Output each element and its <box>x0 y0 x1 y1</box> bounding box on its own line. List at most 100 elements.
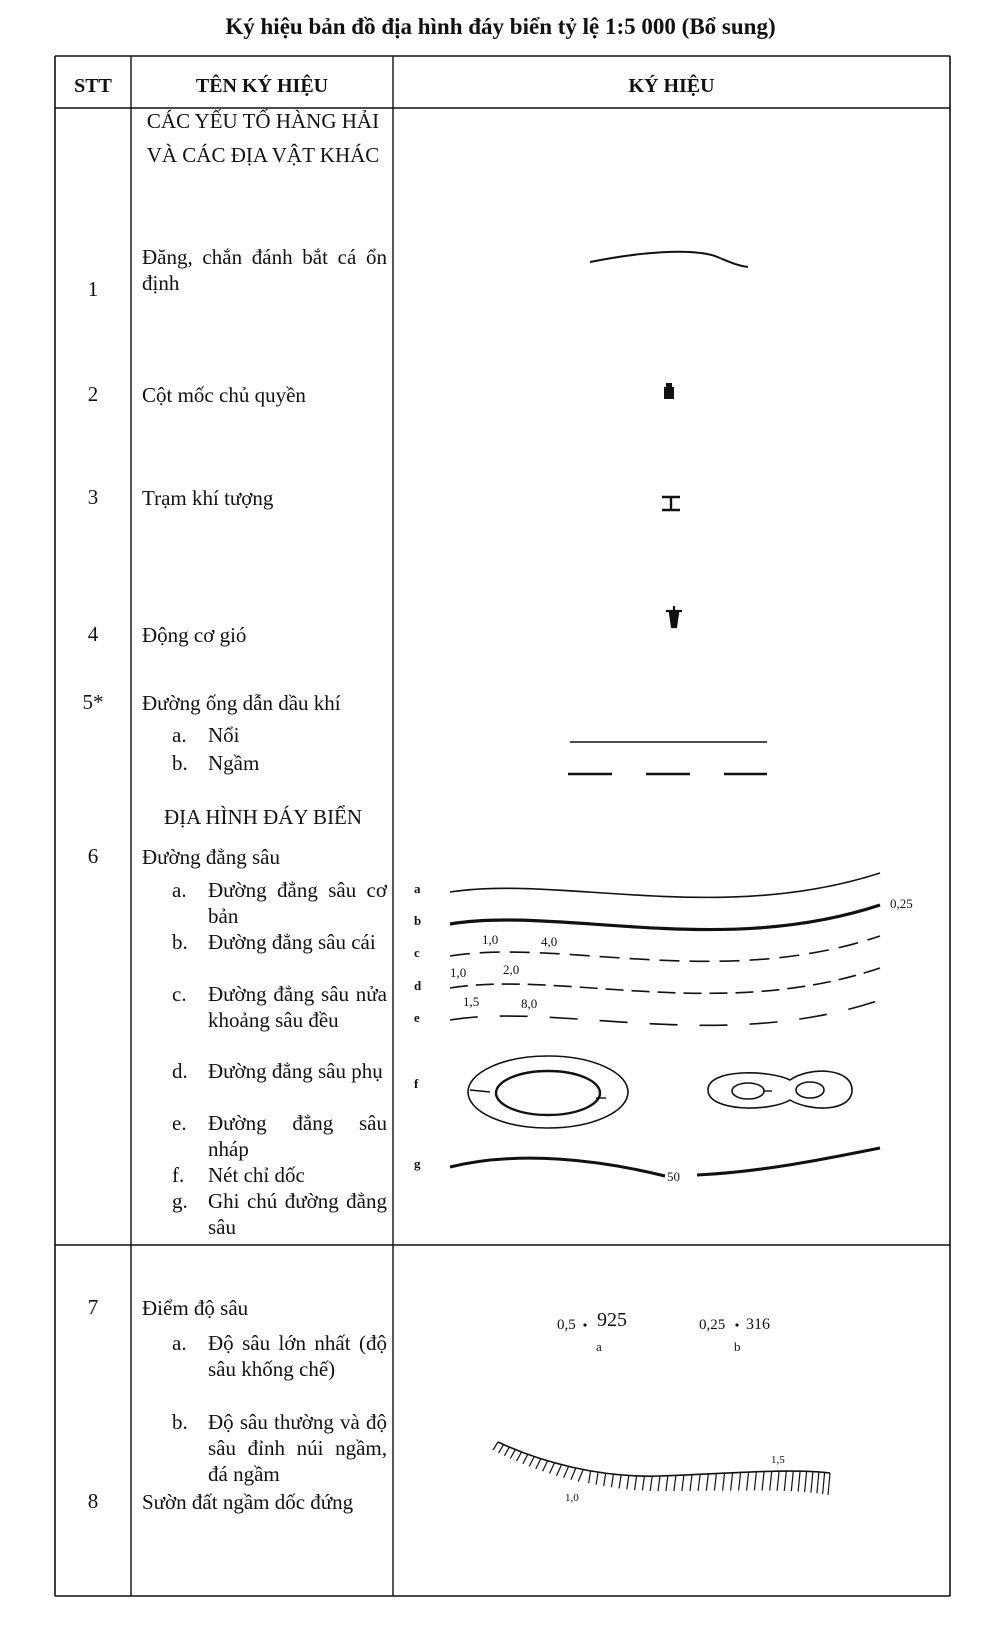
slope-tick <box>776 1471 780 1491</box>
depth-a-size: 0,5 <box>557 1317 576 1333</box>
slope-tick <box>563 1466 570 1479</box>
row-7-stt: 7 <box>87 1295 99 1319</box>
slope-tick <box>588 1470 592 1484</box>
slope-tick <box>713 1473 717 1491</box>
contour-d-dim2: 2,0 <box>503 962 519 977</box>
contour-label-b: b <box>414 913 421 928</box>
slope-dim-right: 1,5 <box>771 1454 785 1466</box>
depth-b-size: 0,25 <box>699 1317 725 1333</box>
row-8-stt: 8 <box>87 1489 99 1513</box>
slope-tick <box>697 1474 701 1491</box>
slope-tick <box>618 1474 622 1489</box>
row-1-name: Đăng, chắn đánh bắt cá ổn định <box>142 245 387 295</box>
slope-tick <box>689 1474 693 1491</box>
contour-depth-annotation: 50 <box>667 1169 680 1184</box>
depth-b-value: 316 <box>746 1316 770 1333</box>
depth-b-dot <box>735 1323 739 1327</box>
slope-tick <box>827 1472 831 1496</box>
slope-tick <box>634 1475 638 1491</box>
contour-label-c: c <box>414 945 420 960</box>
wind-turbine-icon <box>666 606 682 629</box>
slope-tick <box>746 1471 750 1491</box>
section-title-nautical: CÁC YẾU TỐ HÀNG HẢI VÀ CÁC ĐỊA VẬT KHÁC <box>146 109 380 167</box>
slope-tick <box>681 1474 685 1492</box>
slope-tick <box>522 1454 529 1465</box>
slope-tick <box>503 1446 510 1457</box>
slope-tick <box>649 1476 653 1491</box>
slope-tick <box>548 1462 556 1474</box>
slope-tick <box>657 1475 661 1492</box>
slope-tick <box>641 1476 645 1491</box>
slope-tick <box>528 1456 535 1467</box>
header-stt: STT <box>74 75 112 97</box>
sovereignty-marker-icon <box>664 383 674 399</box>
contour-label-f: f <box>414 1076 419 1091</box>
contour-c-dim1: 1,0 <box>482 932 498 947</box>
page-title: Ký hiệu bản đồ địa hình đáy biển tỷ lệ 1… <box>225 14 776 39</box>
header-name: TÊN KÝ HIỆU <box>195 75 329 97</box>
steep-slope-ticks <box>492 1441 831 1496</box>
slope-tick <box>804 1471 808 1493</box>
contour-label-d: d <box>414 978 422 993</box>
contour-label-g: g <box>414 1156 421 1171</box>
row-6-sub-a: a.Đường đẳng sâu cơ bản <box>172 878 387 928</box>
slope-tick <box>753 1471 757 1491</box>
slope-tick <box>577 1469 584 1482</box>
slope-tick <box>797 1471 801 1492</box>
contour-basic-line <box>449 872 881 899</box>
row-5-sub-a: a.Nổi <box>172 723 240 747</box>
slope-tick <box>542 1460 549 1472</box>
contour-label-e: e <box>414 1010 420 1025</box>
slope-tick <box>626 1475 630 1490</box>
slope-contours <box>467 1055 853 1129</box>
row-1-stt: 1 <box>87 277 99 301</box>
row-6-sub-f: f.Nét chỉ dốc <box>172 1163 305 1187</box>
row-4-stt: 4 <box>87 622 99 646</box>
row-6-sub-b: b.Đường đẳng sâu cái <box>172 930 376 954</box>
contour-draft-line <box>449 999 881 1027</box>
slope-tick <box>730 1472 734 1491</box>
row-7-sub-a: a.Độ sâu lớn nhất (độ sâu khống chế) <box>172 1331 387 1381</box>
row-2-name: Cột mốc chủ quyền <box>142 383 306 407</box>
slope-tick <box>790 1471 794 1492</box>
depth-a-label: a <box>596 1339 602 1354</box>
contour-annotated-line <box>449 1156 666 1178</box>
row-6-sub-d: d.Đường đẳng sâu phụ <box>172 1059 383 1083</box>
slope-tick <box>603 1473 607 1487</box>
slope-tick <box>610 1474 614 1488</box>
contour-c-dim2: 4,0 <box>541 934 557 949</box>
row-2-stt: 2 <box>87 382 99 406</box>
depth-b-label: b <box>734 1339 741 1354</box>
row-6-name: Đường đẳng sâu <box>142 845 280 869</box>
slope-tick <box>816 1471 820 1494</box>
contour-d-dim1: 1,0 <box>450 965 466 980</box>
depth-a-value: 925 <box>597 1309 627 1331</box>
slope-dim-left: 1,0 <box>565 1492 579 1504</box>
contour-width-label: 0,25 <box>890 896 913 911</box>
slope-tick <box>722 1473 726 1491</box>
depth-a-dot <box>583 1323 587 1327</box>
slope-tick <box>509 1449 516 1459</box>
row-3-stt: 3 <box>87 485 99 509</box>
weather-station-icon <box>662 495 680 512</box>
slope-tick <box>555 1464 563 1476</box>
slope-tick <box>570 1467 577 1480</box>
row-6-sub-g: g.Ghi chú đường đẳng sâu <box>172 1189 387 1239</box>
slope-tick <box>515 1451 523 1462</box>
slope-tick <box>822 1472 826 1495</box>
slope-tick <box>498 1444 505 1454</box>
row-5-stt: 5* <box>82 690 104 714</box>
slope-tick <box>673 1475 677 1492</box>
contour-e-dim1: 1,5 <box>463 994 479 1009</box>
slope-tick <box>665 1475 669 1492</box>
contour-e-dim2: 8,0 <box>521 996 537 1011</box>
row-6-stt: 6 <box>87 844 99 868</box>
slope-tick <box>810 1471 814 1493</box>
row-6-sub-e: e.Đường đẳng sâu nháp <box>172 1111 387 1161</box>
section-title-seabed: ĐỊA HÌNH ĐÁY BIỂN <box>163 805 363 829</box>
slope-tick <box>761 1471 765 1491</box>
row-6-sub-c: c.Đường đẳng sâu nửa khoảng sâu đều <box>172 982 387 1032</box>
row-5-sub-b: b.Ngầm <box>172 751 260 775</box>
slope-tick <box>705 1473 709 1491</box>
